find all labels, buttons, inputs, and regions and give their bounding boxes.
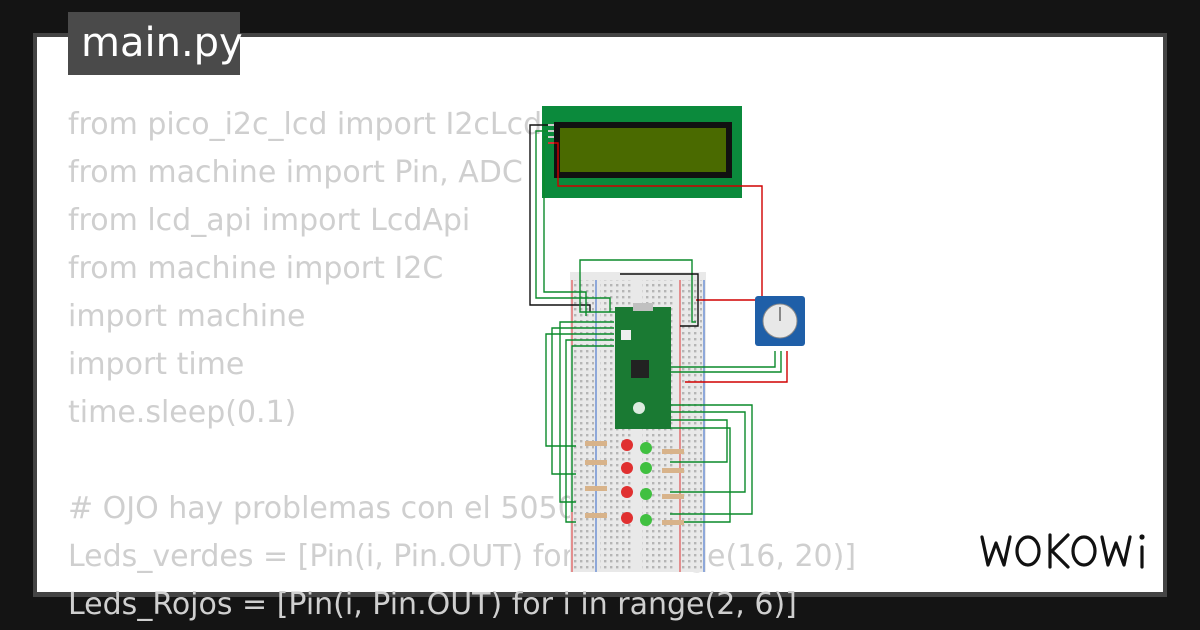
wires: [529, 124, 788, 523]
code-preview: from pico_i2c_lcd import I2cLcd from mach…: [68, 101, 856, 629]
raspberry-pi-pico: [615, 303, 671, 429]
code-line: # OJO hay problemas con el 5050: [68, 491, 577, 526]
code-line: from machine import I2C: [68, 251, 444, 286]
code-line: Leds_Rojos = [Pin(i, Pin.OUT) for i in r…: [68, 587, 797, 622]
preview-card: from pico_i2c_lcd import I2cLcd from mach…: [37, 37, 1163, 622]
file-tab-main-py[interactable]: main.py: [68, 12, 243, 75]
code-line: from pico_i2c_lcd import I2cLcd: [68, 107, 543, 142]
circuit-diagram: [529, 106, 805, 572]
code-line: from lcd_api import LcdApi: [68, 203, 471, 238]
code-line: time.sleep(0.1): [68, 395, 297, 430]
leds-and-resistors: [585, 439, 684, 526]
lcd-display: [542, 106, 742, 198]
code-line: import machine: [68, 299, 306, 334]
wokwi-logo: [980, 533, 1145, 569]
code-line: import time: [68, 347, 245, 382]
potentiometer: [755, 296, 805, 346]
code-line: from machine import Pin, ADC: [68, 155, 523, 190]
